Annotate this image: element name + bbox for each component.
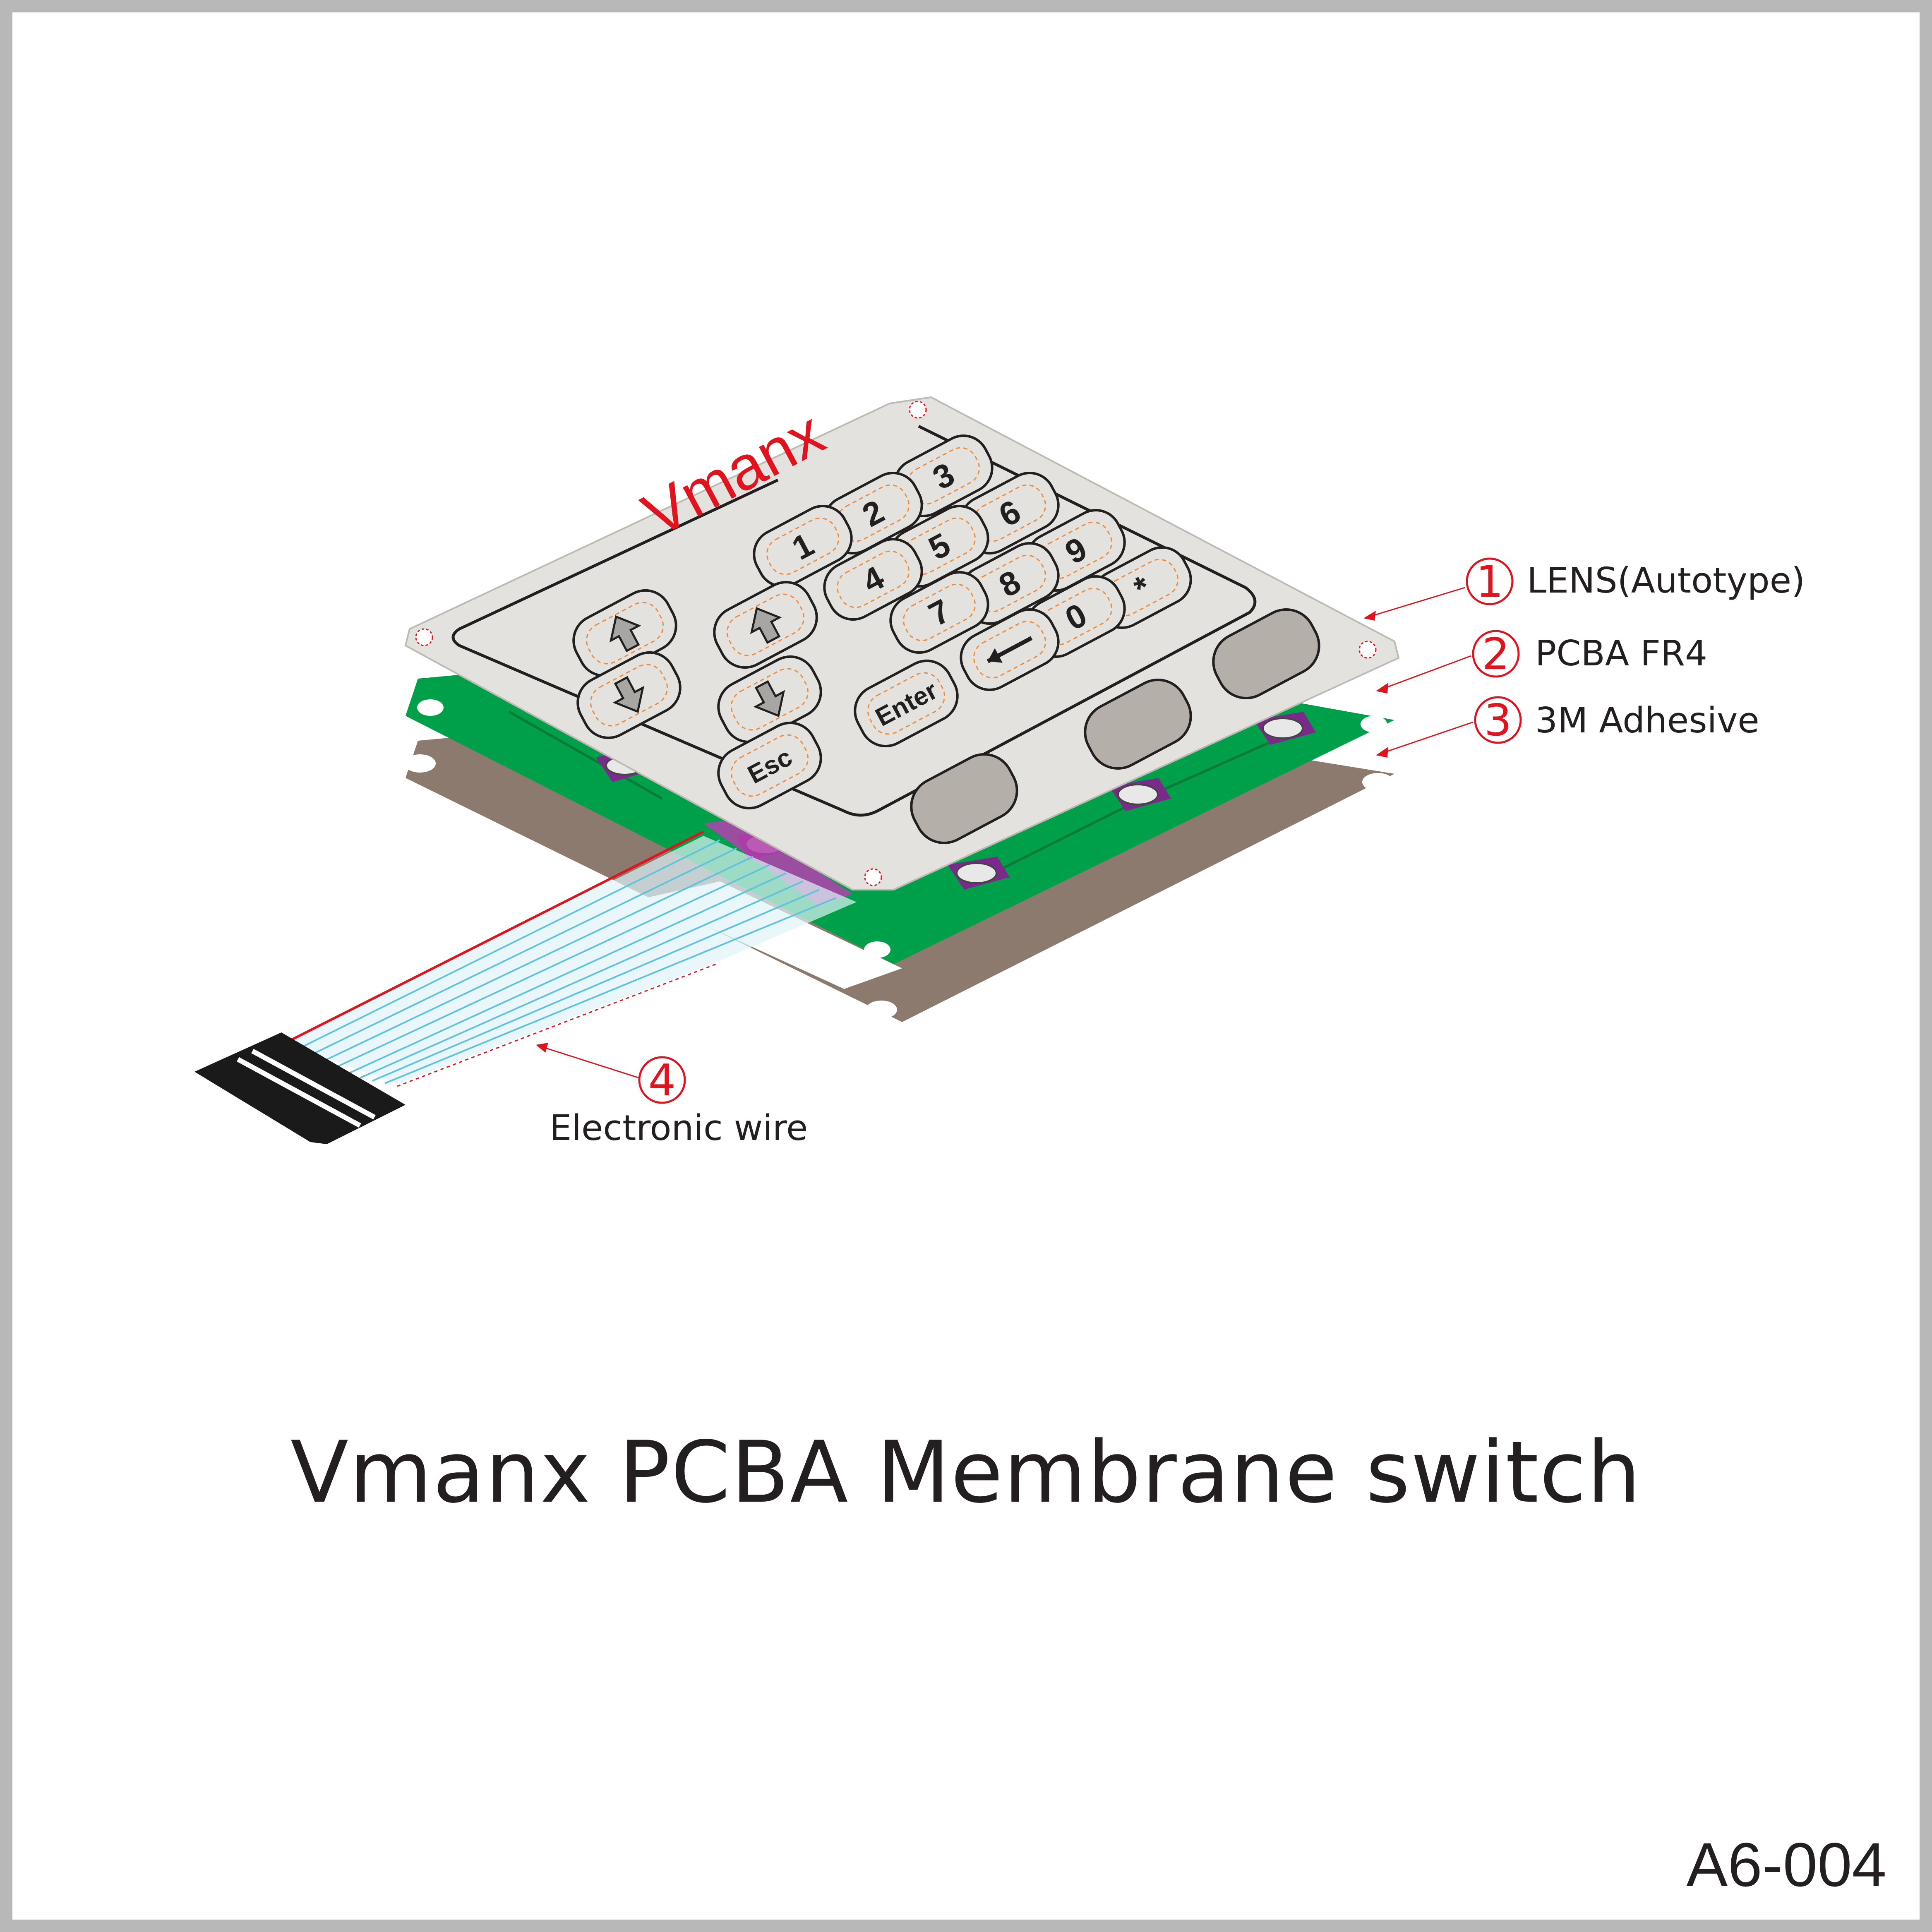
dome-switch — [1109, 778, 1171, 811]
cable-trace — [360, 881, 803, 1079]
key-down-left[interactable] — [569, 643, 689, 747]
callout-number: 4 — [648, 1055, 676, 1106]
lens-mount-hole — [909, 401, 927, 419]
cable-connector — [194, 1032, 406, 1144]
callout-number: 2 — [1482, 629, 1510, 679]
leader-arrowhead-4 — [536, 1043, 548, 1053]
cable-trace — [384, 897, 836, 1084]
lens-mount-hole — [864, 868, 882, 886]
leader-line-4 — [542, 1046, 640, 1079]
adhesive-hole — [1362, 773, 1394, 791]
dome-switch — [948, 857, 1010, 890]
backspace-arrow-icon — [986, 636, 1033, 663]
key-esc[interactable]: Esc — [709, 714, 830, 817]
cable-trace — [298, 839, 720, 1050]
pcb-trace — [508, 710, 663, 800]
key-backspace[interactable] — [952, 601, 1067, 698]
callout-label: LENS(Autotype) — [1527, 560, 1805, 601]
pcb-hole — [1361, 716, 1387, 732]
cable-red-trace — [285, 830, 704, 1044]
cable-trace — [335, 864, 770, 1068]
connector-stripe — [251, 1049, 376, 1120]
callout-number: 1 — [1476, 557, 1504, 607]
leader-line-2 — [1382, 655, 1471, 690]
key-up-right[interactable] — [705, 573, 826, 677]
adhesive-hole — [404, 754, 436, 773]
led-window — [1212, 608, 1320, 699]
leader-arrowhead-3 — [1376, 747, 1388, 758]
arrow-up-icon — [750, 607, 782, 644]
callout-circle — [1466, 557, 1514, 605]
lens-layer: Vmanx 3 2 6 1 — [404, 396, 1400, 890]
led-window — [910, 753, 1018, 844]
leader-line-1 — [1369, 587, 1465, 617]
callout-circle — [638, 1056, 686, 1104]
main-title: Vmanx PCBA Membrane switch — [290, 1423, 1642, 1522]
cable-trace — [372, 889, 820, 1082]
callout-1: 1 LENS(Autotype) — [1466, 557, 1805, 607]
arrow-down-icon — [753, 680, 785, 718]
lens-window-border — [451, 425, 1257, 817]
callout-label: Electronic wire — [550, 1108, 808, 1149]
leader-arrowhead-1 — [1363, 611, 1376, 621]
cable-trace — [322, 856, 754, 1062]
flat-cable — [194, 830, 857, 1144]
lens-mount-hole — [415, 628, 433, 646]
callout-4: 4 Electronic wire — [550, 1055, 808, 1149]
key-1[interactable]: 1 — [745, 497, 860, 595]
key-4[interactable]: 4 — [816, 530, 931, 628]
dome-switch — [1254, 712, 1316, 745]
callout-circle — [1472, 630, 1520, 678]
callout-label: 3M Adhesive — [1535, 700, 1759, 741]
connector-stripe — [237, 1057, 361, 1128]
lens-mount-hole — [1358, 641, 1377, 659]
leader-line-3 — [1382, 721, 1474, 754]
led-window — [1084, 679, 1192, 770]
callout-3: 3 3M Adhesive — [1474, 695, 1759, 746]
cable-trace — [347, 872, 787, 1075]
cable-ribbon — [286, 836, 857, 1084]
callout-2: 2 PCBA FR4 — [1472, 629, 1707, 679]
key-enter[interactable]: Enter — [846, 652, 966, 755]
callout-circle — [1474, 696, 1522, 744]
pcb-hole — [417, 699, 444, 716]
key-7[interactable]: 7 — [882, 564, 997, 661]
pcb-hole — [864, 941, 890, 958]
callout-label: PCBA FR4 — [1535, 633, 1707, 674]
arrow-up-icon — [609, 615, 641, 653]
adhesive-hole — [866, 1001, 897, 1019]
key-down-right[interactable] — [709, 648, 830, 751]
callout-number: 3 — [1484, 695, 1512, 746]
callout-leaders — [536, 587, 1474, 1079]
leader-arrowhead-2 — [1376, 683, 1388, 694]
model-code: A6-004 — [1686, 1830, 1886, 1899]
cable-trace — [310, 847, 737, 1056]
arrow-down-icon — [612, 676, 645, 713]
